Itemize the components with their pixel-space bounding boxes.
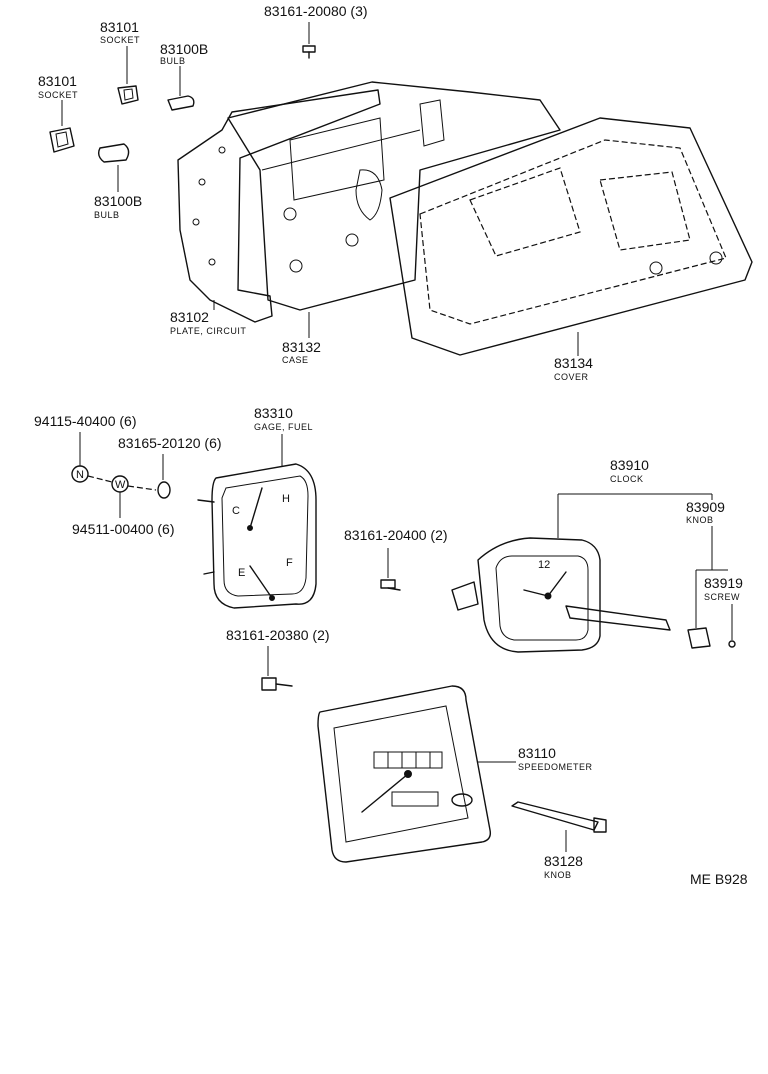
label-gage-fuel: 83310 GAGE, FUEL bbox=[254, 405, 313, 432]
label-nut: 94115-40400 (6) bbox=[34, 413, 136, 429]
label-clock-name: CLOCK bbox=[610, 474, 644, 484]
gauge-h-mark: H bbox=[282, 493, 290, 505]
label-washer-83165: 83165-20120 (6) bbox=[118, 435, 222, 451]
label-bulb-upper-number: 83100B bbox=[160, 41, 208, 57]
label-clock: 83910 CLOCK bbox=[610, 457, 649, 484]
label-speedo-knob-number: 83128 bbox=[544, 853, 583, 869]
label-case: 83132 CASE bbox=[282, 339, 321, 365]
label-clock-number: 83910 bbox=[610, 457, 649, 473]
nut-letter: N bbox=[76, 469, 84, 481]
nut-part: N bbox=[71, 432, 113, 483]
label-bulb-lower: 83100B BULB bbox=[94, 193, 142, 220]
label-plate-circuit: 83102 PLATE, CIRCUIT bbox=[170, 309, 246, 336]
label-clock-knob-name: KNOB bbox=[686, 515, 714, 525]
label-clock-screw-number: 83919 bbox=[704, 575, 743, 591]
label-clock-knob-number: 83909 bbox=[686, 499, 725, 515]
label-washer-83165-number: 83165-20120 (6) bbox=[118, 435, 222, 451]
screw-20380-part bbox=[261, 646, 293, 691]
clock-12-mark: 12 bbox=[538, 559, 550, 571]
circuit-plate-part bbox=[177, 89, 381, 323]
label-screw-20380: 83161-20380 (2) bbox=[226, 627, 330, 643]
label-bulb-lower-number: 83100B bbox=[94, 193, 142, 209]
label-gage-fuel-name: GAGE, FUEL bbox=[254, 422, 313, 432]
bulb-lower-part bbox=[97, 143, 130, 192]
label-bulb-upper: 83100B BULB bbox=[160, 41, 208, 66]
label-screw-20380-number: 83161-20380 (2) bbox=[226, 627, 330, 643]
label-clock-knob: 83909 KNOB bbox=[686, 499, 725, 525]
label-nut-number: 94115-40400 (6) bbox=[34, 413, 136, 429]
label-clock-screw: 83919 SCREW bbox=[704, 575, 743, 602]
label-screw-top-number: 83161-20080 (3) bbox=[264, 3, 368, 19]
label-socket-upper-name: SOCKET bbox=[100, 35, 140, 45]
label-socket-upper-number: 83101 bbox=[100, 19, 139, 35]
label-socket-lower: 83101 SOCKET bbox=[38, 73, 78, 100]
label-speedo-knob-name: KNOB bbox=[544, 870, 572, 880]
label-socket-lower-name: SOCKET bbox=[38, 90, 78, 100]
label-screw-20400: 83161-20400 (2) bbox=[344, 527, 448, 543]
washer-letter: W bbox=[115, 479, 126, 491]
gauge-e-mark: E bbox=[238, 567, 245, 579]
washer-94511-part: W bbox=[111, 475, 157, 518]
label-case-number: 83132 bbox=[282, 339, 321, 355]
screw-top-part bbox=[302, 22, 316, 59]
screw-20400-part bbox=[380, 548, 401, 591]
speedometer-part bbox=[317, 685, 516, 863]
gauge-c-mark: C bbox=[232, 505, 240, 517]
label-screw-top: 83161-20080 (3) bbox=[264, 3, 368, 19]
socket-lower-part bbox=[49, 100, 75, 153]
case-part bbox=[227, 81, 561, 338]
label-washer-94511-number: 94511-00400 (6) bbox=[72, 521, 174, 537]
label-bulb-upper-name: BULB bbox=[160, 56, 186, 66]
label-cover: 83134 COVER bbox=[554, 355, 593, 382]
washer-83165-part bbox=[157, 454, 171, 499]
label-gage-fuel-number: 83310 bbox=[254, 405, 293, 421]
label-socket-lower-number: 83101 bbox=[38, 73, 77, 89]
clock-part: 12 bbox=[451, 493, 712, 653]
label-washer-94511: 94511-00400 (6) bbox=[72, 521, 174, 537]
clock-knob-part bbox=[687, 494, 713, 649]
label-speedometer: 83110 SPEEDOMETER bbox=[518, 745, 593, 772]
label-case-name: CASE bbox=[282, 355, 309, 365]
label-cover-name: COVER bbox=[554, 372, 589, 382]
speedo-knob-part bbox=[511, 801, 607, 852]
drawing-code: ME B928 bbox=[690, 871, 748, 887]
label-plate-circuit-number: 83102 bbox=[170, 309, 209, 325]
label-speedo-knob: 83128 KNOB bbox=[544, 853, 583, 880]
fuel-gauge-part: C H E F bbox=[197, 434, 317, 609]
label-speedometer-number: 83110 bbox=[518, 745, 556, 761]
cover-part bbox=[389, 117, 753, 356]
label-cover-number: 83134 bbox=[554, 355, 593, 371]
gauge-f-mark: F bbox=[286, 557, 293, 569]
bulb-upper-part bbox=[167, 66, 195, 111]
label-plate-circuit-name: PLATE, CIRCUIT bbox=[170, 326, 246, 336]
label-speedometer-name: SPEEDOMETER bbox=[518, 762, 593, 772]
label-screw-20400-number: 83161-20400 (2) bbox=[344, 527, 448, 543]
label-bulb-lower-name: BULB bbox=[94, 210, 120, 220]
label-socket-upper: 83101 SOCKET bbox=[100, 19, 140, 45]
clock-screw-part bbox=[712, 569, 736, 648]
socket-upper-part bbox=[117, 46, 139, 105]
label-clock-screw-name: SCREW bbox=[704, 592, 740, 602]
